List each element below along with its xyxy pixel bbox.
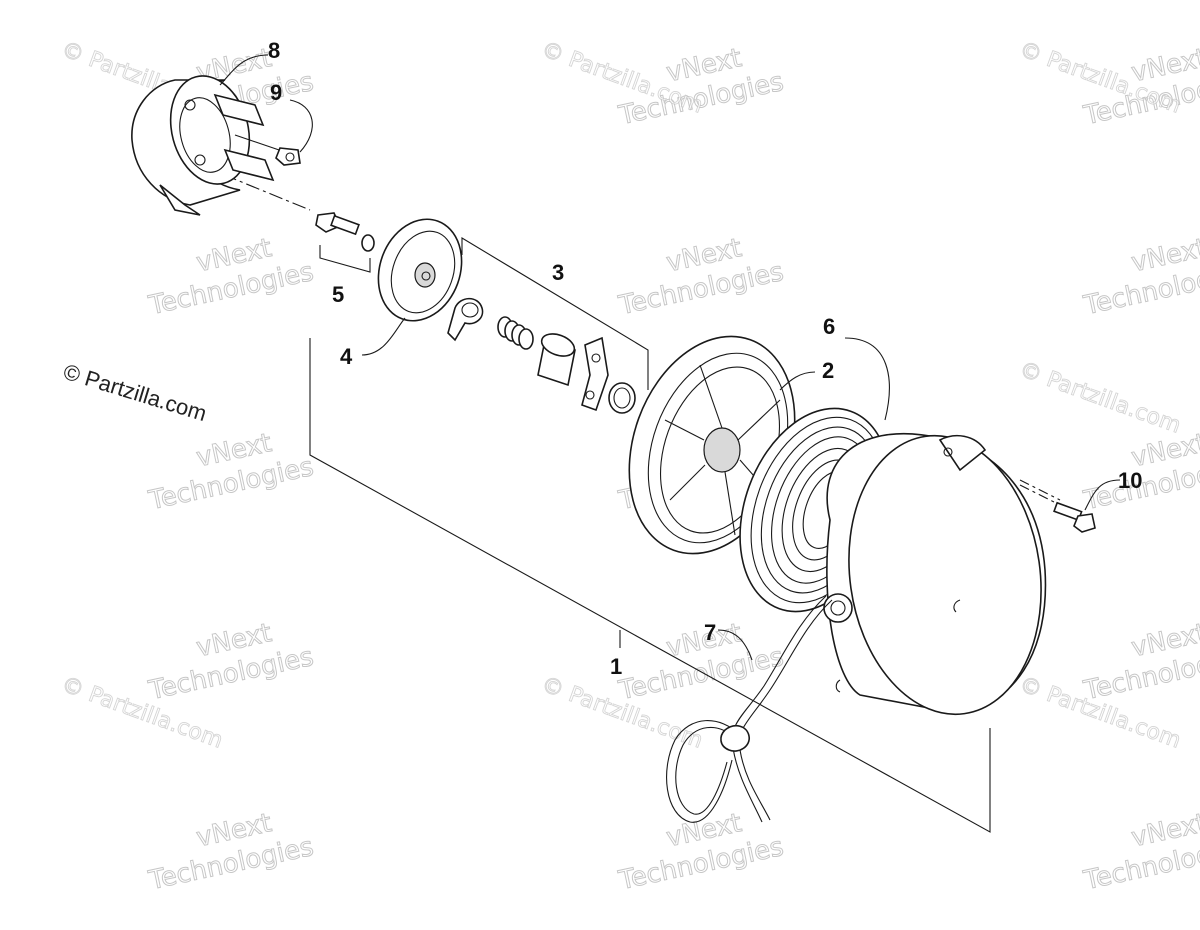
watermark-tile: vNext Technologies bbox=[1080, 808, 1200, 897]
watermark-tile: vNext Technologies bbox=[145, 428, 317, 517]
watermark-tile: vNext Technologies bbox=[615, 233, 787, 322]
copyright-text: © Partzilla.com bbox=[61, 359, 210, 426]
watermark-tile: vNext Technologies bbox=[1080, 233, 1200, 322]
callout-9: 9 bbox=[270, 80, 282, 105]
watermark-tile: vNext Technologies bbox=[615, 808, 787, 897]
watermark-tile: vNext Technologies bbox=[145, 808, 317, 897]
ratchet-spring bbox=[497, 316, 534, 350]
part-friction-plate-4 bbox=[377, 218, 463, 322]
part-recoil-housing-1 bbox=[823, 433, 1047, 716]
callout-8: 8 bbox=[268, 38, 280, 63]
part-ratchet-kit-3 bbox=[447, 237, 649, 414]
part-bolt-9 bbox=[234, 134, 301, 166]
callout-6: 6 bbox=[823, 314, 835, 339]
watermark-tile: vNext Technologies bbox=[145, 233, 317, 322]
callout-10: 10 bbox=[1118, 468, 1142, 493]
watermark-tile: vNext Technologies bbox=[145, 618, 317, 707]
part-starter-rope-7 bbox=[666, 595, 833, 823]
part-bolt-10 bbox=[1019, 484, 1096, 533]
watermark-partzilla: © Partzilla.com bbox=[1016, 357, 1184, 439]
part-starter-cup bbox=[131, 75, 275, 216]
callout-labels: 8 9 5 4 3 6 2 10 7 1 bbox=[268, 38, 1142, 679]
callout-7: 7 bbox=[704, 620, 716, 645]
assembly-bracket-1 bbox=[309, 338, 991, 833]
callout-5: 5 bbox=[332, 282, 344, 307]
leader-lines bbox=[219, 54, 1121, 661]
callout-2: 2 bbox=[822, 358, 834, 383]
callout-3: 3 bbox=[552, 260, 564, 285]
callout-1: 1 bbox=[610, 654, 622, 679]
callout-4: 4 bbox=[340, 344, 353, 369]
watermark-tile: vNext Technologies bbox=[1080, 618, 1200, 707]
part-bolt-washer-5 bbox=[315, 212, 375, 273]
